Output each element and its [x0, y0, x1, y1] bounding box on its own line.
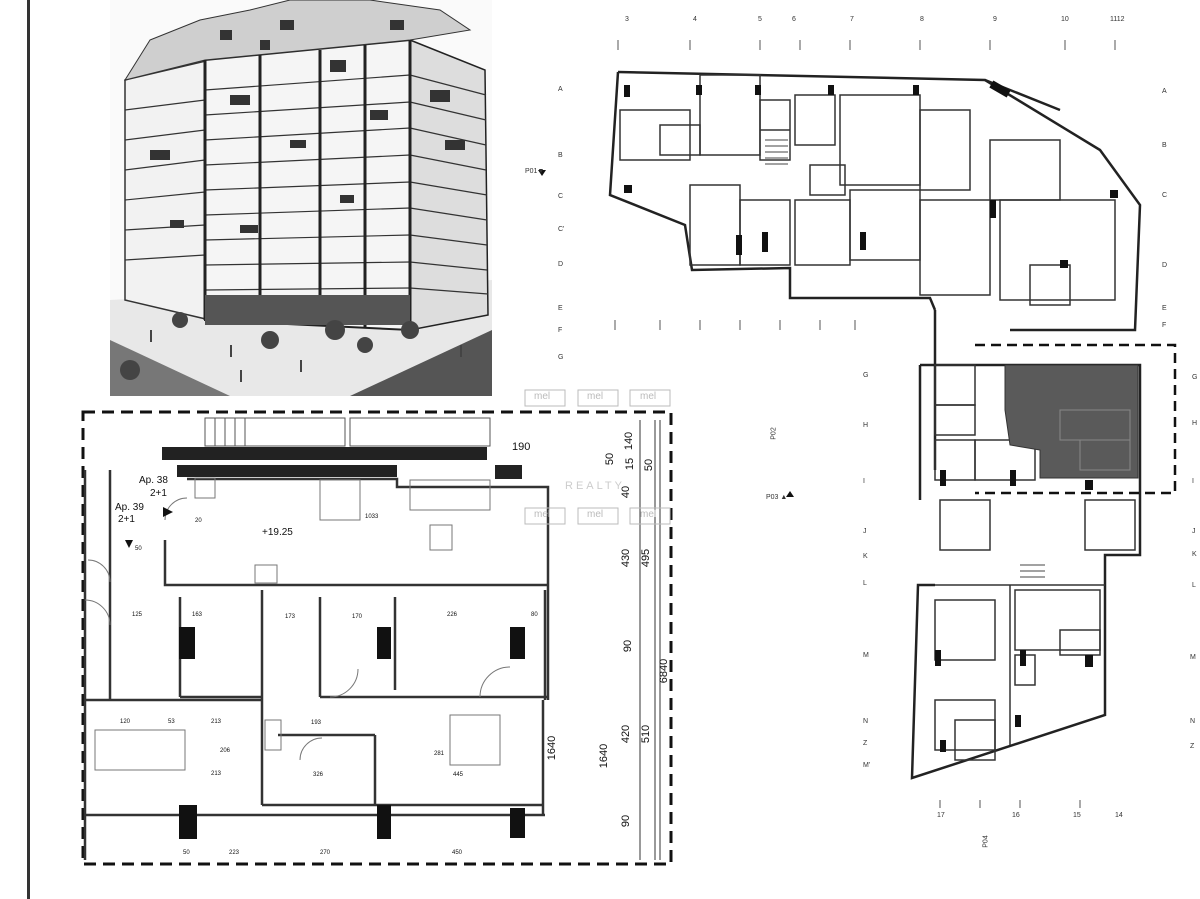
grid-row-label-right: Z	[1190, 743, 1195, 750]
dim-top-190: 190	[512, 441, 531, 453]
room-dim-10: 193	[311, 720, 322, 726]
watermark-logo-6: mel	[640, 509, 657, 520]
grid-col-label: 9	[993, 16, 997, 23]
building-rendering	[110, 0, 492, 396]
grid-row-label-mid: K	[863, 553, 868, 560]
grid-row-label-mid: G	[863, 372, 869, 379]
grid-row-label-right: G	[1192, 374, 1198, 381]
room-dim-16: 50	[183, 850, 190, 856]
grid-row-label: D	[558, 261, 564, 268]
grid-row-label-right: H	[1192, 420, 1198, 427]
room-dim-14: 213	[211, 771, 222, 777]
room-dim-20: 1033	[365, 514, 379, 520]
ap39-type: 2+1	[118, 514, 135, 525]
section-marker-p01: P01▼	[525, 168, 545, 175]
room-dim-3: 173	[285, 614, 296, 620]
room-dim-6: 80	[531, 612, 538, 618]
watermark-logo-3: mel	[640, 391, 657, 402]
grid-col-label: 7	[850, 16, 854, 23]
room-dim-21: 20	[195, 518, 202, 524]
grid-row-label-right: I	[1192, 478, 1194, 485]
watermark-logo-4: mel	[534, 509, 551, 520]
grid-row-label-right: J	[1192, 528, 1196, 535]
grid-row-label-mid: Z	[863, 740, 868, 747]
grid-row-label-right: B	[1162, 142, 1167, 149]
section-marker-p02: P02	[770, 427, 778, 440]
room-dim-22: 50	[135, 546, 142, 552]
grid-row-label-right: D	[1162, 262, 1168, 269]
room-dim-15: 206	[220, 748, 231, 754]
ap38-type: 2+1	[150, 488, 167, 499]
room-dim-4: 170	[352, 614, 363, 620]
grid-row-label-right: E	[1162, 305, 1167, 312]
ap38-name: Ap. 38	[139, 475, 168, 486]
watermark-logo-1: mel	[534, 391, 551, 402]
grid-row-label: C	[558, 193, 564, 200]
section-marker-p03: P03 ▲	[766, 494, 788, 501]
grid-row-label-right: L	[1192, 582, 1196, 589]
grid-row-label: A	[558, 86, 563, 93]
watermark-sub: REALTY	[565, 480, 625, 492]
grid-row-label-right: F	[1162, 322, 1167, 329]
grid-row-label-right: A	[1162, 88, 1167, 95]
grid-col-label-bottom: 17	[937, 812, 945, 819]
grid-row-label-right: N	[1190, 718, 1196, 725]
room-dim-11: 281	[434, 751, 445, 757]
grid-row-label-right: C	[1162, 192, 1168, 199]
room-dim-17: 223	[229, 850, 240, 856]
ap39-name: Ap. 39	[115, 502, 144, 513]
grid-col-label: 6	[792, 16, 796, 23]
grid-col-label: 1112	[1110, 16, 1125, 23]
grid-row-label-mid: H	[863, 422, 869, 429]
grid-col-label: 10	[1061, 16, 1069, 23]
room-dim-1: 125	[132, 612, 143, 618]
room-dim-5: 226	[447, 612, 458, 618]
room-dim-19: 450	[452, 850, 463, 856]
grid-row-label: C'	[558, 226, 565, 233]
grid-row-label-mid: I	[863, 478, 865, 485]
room-dim-7: 120	[120, 719, 131, 725]
level-marker: +19.25	[262, 527, 293, 538]
grid-col-label-bottom: 14	[1115, 812, 1123, 819]
grid-col-label-bottom: 16	[1012, 812, 1020, 819]
grid-row-label-mid: M'	[863, 762, 871, 769]
grid-row-label-right: M	[1190, 654, 1196, 661]
room-dim-18: 270	[320, 850, 331, 856]
room-dim-12: 445	[453, 772, 464, 778]
room-dim-8: 53	[168, 719, 175, 725]
section-marker-p04: P04	[982, 835, 990, 848]
building-rendering-art	[110, 0, 492, 396]
grid-row-label: B	[558, 152, 563, 159]
grid-row-label-right: K	[1192, 551, 1197, 558]
grid-col-label: 8	[920, 16, 924, 23]
grid-col-label: 3	[625, 16, 629, 23]
grid-row-label-mid: J	[863, 528, 867, 535]
watermark-logo-5: mel	[587, 509, 604, 520]
page-left-border	[27, 0, 30, 899]
grid-row-label: G	[558, 354, 564, 361]
room-dim-2: 163	[192, 612, 203, 618]
grid-row-label-mid: L	[863, 580, 867, 587]
room-dim-9: 213	[211, 719, 222, 725]
grid-row-label-mid: N	[863, 718, 869, 725]
grid-row-label: F	[558, 327, 563, 334]
grid-row-label-mid: M	[863, 652, 869, 659]
grid-col-label: 5	[758, 16, 762, 23]
grid-col-label-bottom: 15	[1073, 812, 1081, 819]
room-dim-13: 326	[313, 772, 324, 778]
grid-col-label: 4	[693, 16, 697, 23]
watermark-logo-2: mel	[587, 391, 604, 402]
grid-row-label: E	[558, 305, 563, 312]
